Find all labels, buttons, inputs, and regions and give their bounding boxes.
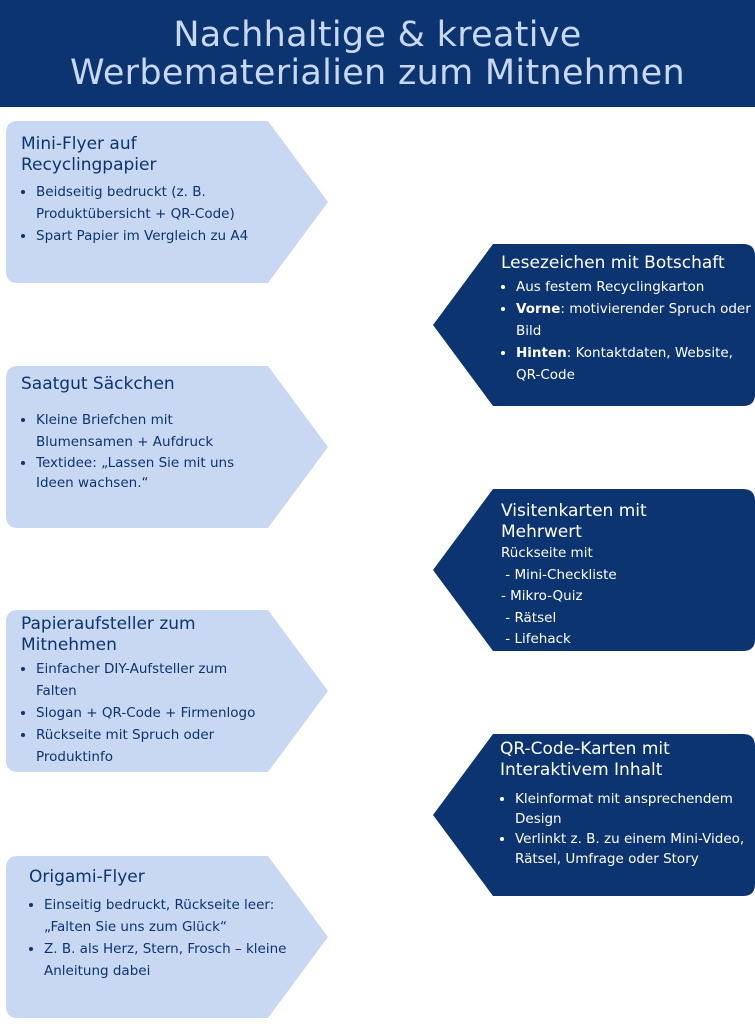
page-title-line-1: Nachhaltige & kreative <box>173 14 582 55</box>
list-item: Beidseitig bedruckt (z. B. Produktübersi… <box>36 181 291 225</box>
pentagon-arrow-left-shape <box>433 734 755 896</box>
pentagon-arrow-right-shape <box>6 366 328 528</box>
list-item: Rückseite mit Spruch oder Produktinfo <box>36 724 271 768</box>
list-item: Hinten: Kontaktdaten, Website, QR-Code <box>516 342 753 386</box>
text-line: - Mikro-Quiz <box>501 588 583 604</box>
pentagon-arrow-left-shape <box>433 489 755 651</box>
card-papieraufsteller: Papieraufsteller zum Mitnehmen Einfacher… <box>6 610 329 772</box>
text-line: Rückseite mit <box>501 545 593 561</box>
page-title-line-2: Werbematerialien zum Mitnehmen <box>69 52 685 93</box>
card-visitenkarten: Visitenkarten mit Mehrwert Rückseite mit… <box>433 489 755 651</box>
list-item: Einseitig bedruckt, Rückseite leer: „Fal… <box>44 894 289 938</box>
bullet-list: Einfacher DIY-Aufsteller zum Falten Slog… <box>21 658 271 768</box>
card-title: Papieraufsteller zum Mitnehmen <box>21 614 196 655</box>
card-title: Mini-Flyer auf Recyclingpapier <box>21 134 157 175</box>
card-title: Saatgut Säckchen <box>21 374 175 394</box>
list-item: Verlinkt z. B. zu einem Mini-Video, Räts… <box>515 829 745 869</box>
card-qr-code-karten: QR-Code-Karten mit Interaktivem Inhalt K… <box>433 734 755 896</box>
text-line: - Lifehack <box>501 631 571 647</box>
bullet-list: Einseitig bedruckt, Rückseite leer: „Fal… <box>29 894 289 982</box>
text-line: - Mini-Checkliste <box>501 566 617 583</box>
bullet-list: Beidseitig bedruckt (z. B. Produktübersi… <box>21 181 291 247</box>
list-item: Kleinformat mit ansprechendem Design <box>515 789 745 829</box>
list-item: Z. B. als Herz, Stern, Frosch – kleine A… <box>44 938 289 982</box>
list-item: Einfacher DIY-Aufsteller zum Falten <box>36 658 271 702</box>
pentagon-arrow-left-shape <box>433 244 755 406</box>
card-origami-flyer: Origami-Flyer Einseitig bedruckt, Rückse… <box>6 856 329 1018</box>
list-item: Slogan + QR-Code + Firmenlogo <box>36 702 271 724</box>
pentagon-arrow-right-shape <box>6 121 328 283</box>
pentagon-arrow-right-shape <box>6 610 328 772</box>
text-line: - Rätsel <box>501 609 557 626</box>
card-lesezeichen: Lesezeichen mit Botschaft Aus festem Rec… <box>433 244 755 406</box>
header-banner: Nachhaltige & kreative Werbematerialien … <box>0 0 755 107</box>
card-saatgut: Saatgut Säckchen Kleine Briefchen mit Bl… <box>6 366 329 528</box>
list-item: Spart Papier im Vergleich zu A4 <box>36 225 291 247</box>
list-item: Vorne: motivierender Spruch oder Bild <box>516 298 753 342</box>
list-item: Textidee: „Lassen Sie mit uns Ideen wach… <box>36 453 261 493</box>
card-title: Lesezeichen mit Botschaft <box>501 253 725 273</box>
bullet-list: Aus festem Recyclingkarton Vorne: motivi… <box>501 276 753 386</box>
card-title: Visitenkarten mit Mehrwert <box>501 501 647 542</box>
list-item: Kleine Briefchen mit Blumensamen + Aufdr… <box>36 409 261 453</box>
bullet-list: Kleine Briefchen mit Blumensamen + Aufdr… <box>21 409 261 493</box>
text-block: Rückseite mit - Mini-Checkliste - Mikro-… <box>501 543 741 651</box>
list-item: Aus festem Recyclingkarton <box>516 276 753 298</box>
card-mini-flyer: Mini-Flyer auf Recyclingpapier Beidseiti… <box>6 121 329 283</box>
bullet-list: Kleinformat mit ansprechendem Design Ver… <box>500 789 745 869</box>
card-title: Origami-Flyer <box>29 867 145 887</box>
pentagon-arrow-right-shape <box>6 856 328 1018</box>
card-title: QR-Code-Karten mit Interaktivem Inhalt <box>500 739 670 780</box>
